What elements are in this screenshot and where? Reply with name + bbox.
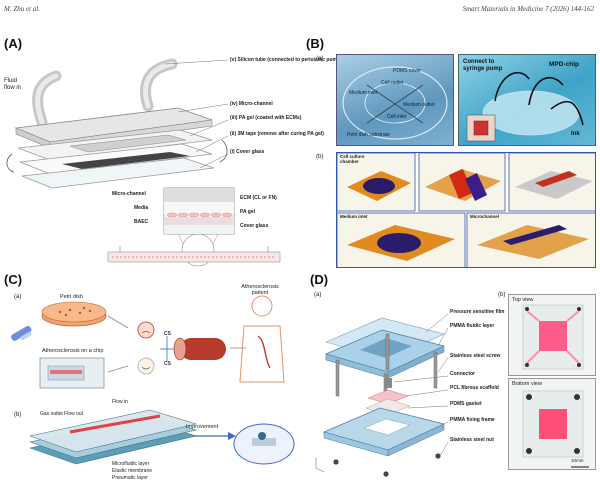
part-pmma-fluidic-layer: PMMA fluidic layer [450, 323, 495, 329]
photo-label-cell-inlet: Cell inlet [387, 114, 407, 120]
photo-label-medium-inlet: Medium inlet [349, 90, 378, 96]
label-top-view: Top view [512, 297, 534, 303]
panel-c-label: (C) [4, 272, 23, 287]
photo-label-cell-outlet: Cell outlet [381, 80, 404, 86]
part-pmma-fixing-frame: PMMA fixing frame [450, 417, 495, 423]
part-pressure-film: Pressure sensitive film [450, 309, 505, 315]
panel-d-label: (D) [310, 272, 329, 287]
cross-label-baec: BAEC [134, 219, 149, 225]
bottom-view-illustration [522, 390, 589, 468]
layer-micro-channel: (iv) Micro-channel [230, 101, 273, 107]
photo-label-mpd-chip: MPD-chip [549, 61, 579, 68]
panel-b: (B) (a) PDMS cover Cell outlet Medium in… [302, 36, 600, 272]
top-view-photo: Top view [508, 294, 596, 376]
panel-c: (C) (a) (b) [0, 272, 306, 482]
panel-c-sub-b: (b) [14, 412, 22, 418]
part-stainless-screw: Stainless steel screw [450, 353, 501, 359]
cross-label-media: Media [134, 205, 149, 211]
bottom-view-photo: Bottom view 10mm [508, 378, 596, 470]
photo-label-syringe-pump: Connect to syringe pump [463, 59, 503, 72]
layer-pa-gel: (iii) PA gel (coated with ECMs) [230, 115, 302, 121]
photo-label-pdms-cover: PDMS cover [393, 68, 422, 74]
fluid-flow-in-label: Fluid flow in [4, 78, 22, 92]
part-pdms-gasket: PDMS gasket [450, 401, 482, 407]
photo-label-ink: Ink [571, 131, 580, 137]
layer-elastic-membrane: Elastic membrane [112, 468, 153, 474]
layer-silicon-tube: (v) Silicon tube (connected to peristalt… [230, 57, 342, 63]
layer-microfluidic: Microfluidic layer [112, 461, 150, 467]
label-patient: Atherosclerosis patient [241, 284, 279, 297]
pmma-device-exploded-diagram [315, 313, 449, 477]
atherosclerosis-chip-diagram [11, 295, 295, 465]
label-flow-out: Gas outlet Flow out [40, 411, 84, 417]
petri-dish-chip-photo: PDMS cover Cell outlet Medium inlet Medi… [336, 54, 454, 146]
label-improvement: Improvement [186, 424, 219, 430]
photo-label-petri-substrate: Petri dish substrate [347, 132, 390, 138]
panel-c-sub-a: (a) [14, 294, 22, 300]
label-cs-top: CS [164, 331, 171, 337]
scale-bar-label: 10mm [571, 458, 584, 463]
cross-label-pa-gel: PA gel [240, 209, 256, 215]
plot-label-microchannel: Microchannel [470, 214, 500, 219]
part-stainless-nut: Stainless steel nut [450, 437, 494, 443]
layer-cover-glass: (i) Cover glass [230, 149, 265, 155]
surface-profile-plots: Cell culture chamber Medium inlet Microc… [336, 152, 596, 268]
mpd-chip-illustration [466, 71, 584, 142]
part-connector: Connector [450, 371, 475, 377]
panel-a-label: (A) [4, 36, 23, 51]
panel-b-sub-a: (a) [316, 56, 324, 62]
label-cs-bottom: CS [164, 361, 171, 367]
petri-dish-illustration [342, 66, 448, 140]
running-header-journal: Smart Materials in Medicine 7 (2026) 144… [462, 5, 594, 13]
label-bottom-view: Bottom view [512, 381, 542, 387]
top-view-illustration [522, 304, 584, 370]
panel-b-sub-b: (b) [316, 154, 324, 160]
exploded-device-diagram [6, 58, 281, 267]
plot-label-cell-culture-chamber: Cell culture chamber [340, 154, 365, 164]
label-flow-in: Flow in [112, 399, 128, 405]
panel-d-sub-b: (b) [498, 292, 506, 298]
panel-d: (D) (a) (b) [306, 272, 600, 482]
running-header-authors: M. Zhu et al. [4, 5, 40, 13]
part-pcl-scaffold: PCL fibrous scaffold [450, 385, 499, 391]
label-atherosclerosis-chip: Atherosclerosis on a chip [42, 348, 104, 354]
panel-b-label: (B) [306, 36, 325, 51]
layer-pneumatic: Pneumatic layer [112, 475, 148, 481]
photo-label-medium-outlet: Medium outlet [403, 102, 435, 108]
label-petri-dish: Petri dish [60, 294, 83, 300]
layer-3m-tape: (ii) 3M tape (remove after curing PA gel… [230, 131, 324, 137]
cross-label-cover-glass: Cover glass [240, 223, 269, 229]
surface-profile-illustration [337, 153, 595, 267]
plot-label-medium-inlet: Medium inlet [340, 214, 368, 219]
panel-d-sub-a: (a) [314, 292, 322, 298]
cross-label-micro-channel: Micro-channel [112, 191, 146, 197]
panel-a: (A) Fluid flow in [0, 36, 342, 272]
mpd-chip-photo: Connect to syringe pump MPD-chip Ink [458, 54, 596, 146]
cross-label-ecm: ECM (CL or FN) [240, 195, 277, 201]
